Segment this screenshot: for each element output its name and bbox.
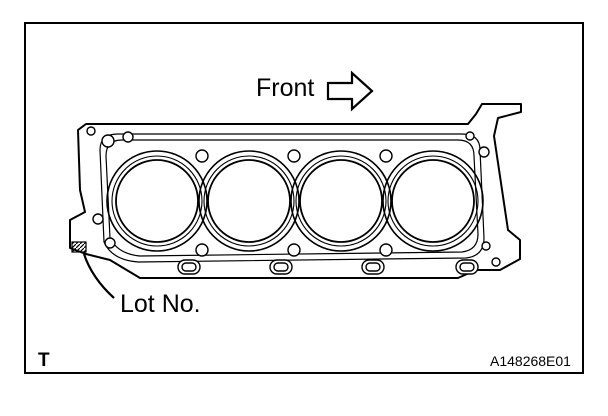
- bolt-hole: [195, 243, 209, 257]
- cylinder-bore-2: [198, 150, 300, 252]
- bolt-hole: [92, 213, 104, 225]
- front-arrow-icon: [326, 70, 374, 112]
- lot-number-label: Lot No.: [120, 290, 201, 318]
- gasket-outline: [69, 103, 522, 279]
- bolt-hole: [86, 126, 96, 136]
- bolt-hole: [465, 131, 475, 141]
- bolt-holes: [86, 126, 501, 267]
- bolt-hole: [478, 146, 490, 158]
- bolt-hole: [101, 134, 115, 148]
- lot-number-mark: [71, 241, 87, 253]
- corner-mark: T: [38, 350, 50, 371]
- cylinder-bore-1: [106, 150, 208, 252]
- front-label: Front: [256, 74, 315, 102]
- diagram-frame: [24, 22, 584, 374]
- bolt-hole: [491, 257, 501, 267]
- bolt-hole: [195, 149, 209, 163]
- oval-passages: [177, 259, 479, 275]
- lot-leader-line: [82, 253, 115, 299]
- gasket-inner-bead: [99, 133, 485, 263]
- bolt-hole: [287, 149, 301, 163]
- bolt-hole: [379, 243, 393, 257]
- bolt-hole: [104, 237, 116, 249]
- bolt-hole: [481, 241, 491, 251]
- cylinder-bores: [106, 150, 484, 252]
- bolt-hole: [122, 131, 134, 143]
- bolt-hole: [287, 243, 301, 257]
- cylinder-bore-3: [290, 150, 392, 252]
- bolt-hole: [379, 149, 393, 163]
- figure-id: A148268E01: [490, 353, 571, 369]
- cylinder-bore-4: [382, 150, 484, 252]
